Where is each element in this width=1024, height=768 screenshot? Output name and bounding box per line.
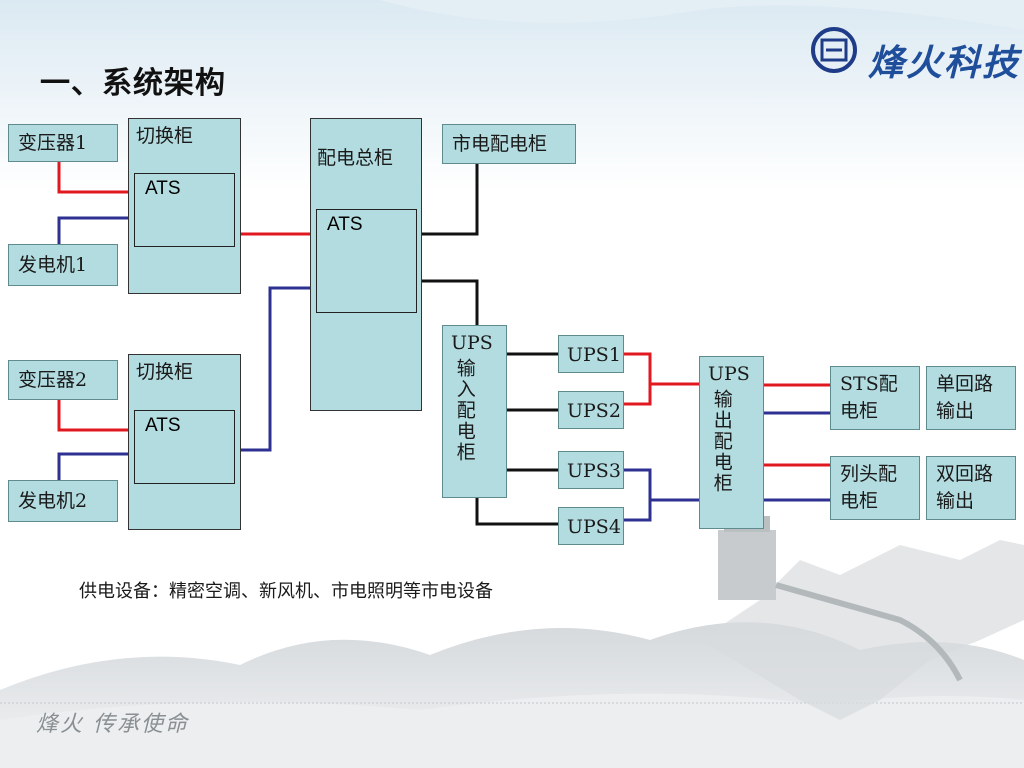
- column-head-label-line1: 列头配: [840, 463, 898, 485]
- power-equipment-note: 供电设备：精密空调、新风机、市电照明等市电设备: [79, 581, 493, 602]
- ats-1-label: ATS: [145, 178, 181, 199]
- ups1-label: UPS1: [567, 344, 621, 366]
- generator1-box: 发电机1: [8, 244, 118, 286]
- transformer2-box: 变压器2: [8, 360, 118, 400]
- ups4-label: UPS4: [567, 516, 621, 538]
- switch-cabinet-2-label: 切换柜: [136, 361, 194, 383]
- ups-output-cabinet: UPS 输出配电柜: [699, 356, 764, 529]
- ups4-box: UPS4: [558, 507, 624, 545]
- logo-icon: [810, 26, 858, 78]
- city-power-cabinet: 市电配电柜: [442, 124, 576, 164]
- column-head-cabinet: 列头配 电柜: [830, 456, 920, 520]
- wire-upsin-ups4: [475, 498, 558, 526]
- slogan-watermark: 烽火 传承使命: [36, 712, 189, 737]
- ats-2-label: ATS: [145, 415, 181, 436]
- wire-transformer1-ats1: [57, 162, 134, 194]
- wire-ups3-out: [624, 468, 652, 522]
- wire-generator2-ats2: [57, 452, 134, 480]
- ats-1: ATS: [134, 173, 235, 247]
- ups2-box: UPS2: [558, 391, 624, 429]
- ats-main-label: ATS: [327, 214, 363, 235]
- transformer1-label: 变压器1: [18, 132, 88, 154]
- switch-cabinet-1-label: 切换柜: [136, 125, 194, 147]
- generator1-label: 发电机1: [18, 254, 88, 276]
- column-head-label-line2: 电柜: [840, 490, 879, 512]
- ups-output-label-line1: UPS: [708, 363, 750, 385]
- wire-ups1-out: [624, 352, 652, 406]
- logo-text: 烽火科技: [868, 42, 1021, 84]
- ats-main: ATS: [316, 209, 417, 313]
- single-circuit-label-line1: 单回路: [936, 373, 994, 395]
- single-circuit-label-line2: 输出: [936, 400, 975, 422]
- ups2-label: UPS2: [567, 400, 621, 422]
- city-power-label: 市电配电柜: [452, 133, 548, 155]
- ups1-box: UPS1: [558, 335, 624, 373]
- sts-cabinet: STS配 电柜: [830, 366, 920, 430]
- dual-circuit-output: 双回路 输出: [926, 456, 1016, 520]
- dual-circuit-label-line1: 双回路: [936, 463, 994, 485]
- dual-circuit-label-line2: 输出: [936, 490, 975, 512]
- ups3-box: UPS3: [558, 451, 624, 489]
- main-distribution-label: 配电总柜: [317, 147, 394, 169]
- wire-main-city: [416, 164, 479, 236]
- page-title: 一、系统架构: [40, 66, 226, 101]
- ups3-label: UPS3: [567, 460, 621, 482]
- ups-input-label-line2: 输入配电柜: [453, 358, 476, 463]
- wire-generator1-ats1: [57, 216, 134, 244]
- transformer2-label: 变压器2: [18, 369, 88, 391]
- ups-input-cabinet: UPS 输入配电柜: [442, 325, 507, 498]
- generator2-box: 发电机2: [8, 480, 118, 522]
- sts-label-line1: STS配: [840, 373, 898, 395]
- transformer1-box: 变压器1: [8, 124, 118, 162]
- sts-label-line2: 电柜: [840, 400, 879, 422]
- ups-input-label-line1: UPS: [451, 332, 493, 354]
- wire-transformer2-ats2: [57, 400, 134, 432]
- wire-ats2-main: [235, 286, 316, 452]
- single-circuit-output: 单回路 输出: [926, 366, 1016, 430]
- generator2-label: 发电机2: [18, 490, 88, 512]
- ats-2: ATS: [134, 410, 235, 484]
- ups-output-label-line2: 输出配电柜: [710, 389, 733, 494]
- wire-main-upsin: [416, 279, 479, 325]
